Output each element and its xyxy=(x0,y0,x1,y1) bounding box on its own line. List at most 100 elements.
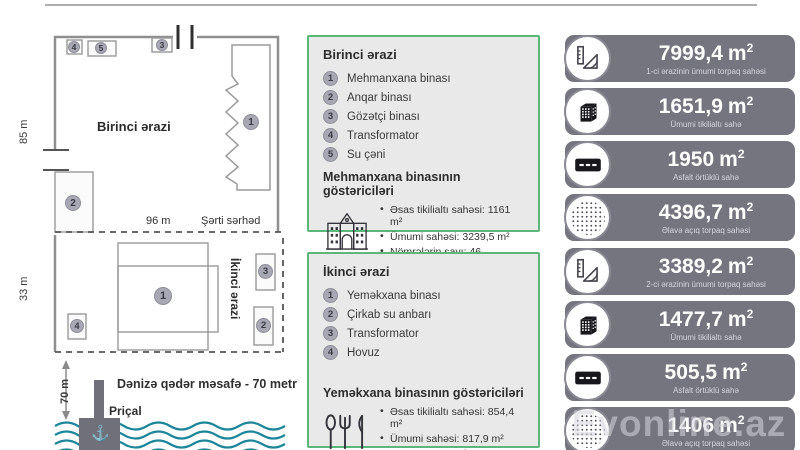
indicator-bullet: Ümumi sahəsi: 817,9 m² xyxy=(379,432,524,445)
stat-caption: Ümumi tikilialtı sahə xyxy=(670,332,742,342)
area1-wall xyxy=(53,35,280,232)
plan-badge: 3 xyxy=(258,264,273,279)
plan-badge: 2 xyxy=(65,195,81,211)
panel-title: İkinci ərazi xyxy=(323,264,390,279)
plan-badge: 4 xyxy=(68,41,80,53)
panel-subtitle: Mehmanxana binasının göstəriciləri xyxy=(323,170,461,198)
panel-subtitle: Yeməkxana binasının göstəriciləri xyxy=(323,386,524,400)
indicator-bullet: Ümumi sahəsi: 3239,5 m² xyxy=(379,230,524,243)
legend-item: 2 Çirkab su anbarı xyxy=(323,307,524,322)
hotel-facade-icon xyxy=(323,209,379,256)
plan-badge: 5 xyxy=(95,42,107,54)
dotted-area-icon xyxy=(570,200,605,235)
area1-plan-title: Birinci ərazi xyxy=(97,119,171,134)
area2-legend-panel: İkinci ərazi 1 Yeməkxana binası 2 Çirkab… xyxy=(307,252,540,450)
plan-badge: 1 xyxy=(243,114,259,130)
plan-badge: 1 xyxy=(154,287,172,305)
stat-caption: Asfalt örtüklü sahə xyxy=(673,172,739,182)
canteen-building-outline-b xyxy=(117,265,219,333)
road-icon xyxy=(574,158,601,171)
legend-number-badge: 4 xyxy=(323,128,338,143)
indicator-bullet: Əsas tikilialtı sahəsi: 1161 m² xyxy=(379,203,524,228)
stat-icon-circle xyxy=(564,88,611,135)
indicator-list: Əsas tikilialtı sahəsi: 854,4 m² Ümumi s… xyxy=(379,405,524,450)
plan-badge: 4 xyxy=(70,319,84,333)
gate-posts xyxy=(176,25,194,49)
stat-icon-circle xyxy=(564,407,611,450)
area1-width-label: 96 m xyxy=(146,215,171,227)
dotted-area-icon xyxy=(570,413,605,448)
area1-legend-panel: Birinci ərazi 1 Mehmanxana binası 2 Anqa… xyxy=(307,35,540,258)
pier-walkway xyxy=(94,380,104,422)
legend-item-label: Hovuz xyxy=(347,346,380,359)
legend-item: 1 Mehmanxana binası xyxy=(323,71,524,86)
legend-item-label: Transformator xyxy=(347,327,419,340)
plan-badge: 2 xyxy=(256,318,271,333)
stat-caption: 2-ci ərazinin ümumi torpaq sahəsi xyxy=(646,279,766,289)
top-divider-line xyxy=(45,4,757,6)
measure-icon xyxy=(576,45,598,69)
area2-plan-title: İkinci ərazi xyxy=(228,258,242,320)
legend-number-badge: 3 xyxy=(323,326,338,341)
measure-icon xyxy=(576,258,598,282)
legend-item-label: Gözətçi binası xyxy=(347,110,420,123)
sea-distance-text: Dənizə qədər məsafə - 70 metr xyxy=(117,377,297,391)
pier-label: Priçal xyxy=(109,404,142,418)
indicator-bullet: Əsas tikilialtı sahəsi: 854,4 m² xyxy=(379,405,524,430)
stat-icon-circle xyxy=(564,248,611,295)
legend-item: 3 Transformator xyxy=(323,326,524,341)
cutlery-icon xyxy=(323,413,379,450)
boundary-label: Şərti sərhəd xyxy=(201,215,261,227)
legend-item-label: Su çəni xyxy=(347,148,386,161)
legend-item: 1 Yeməkxana binası xyxy=(323,288,524,303)
legend-number-badge: 2 xyxy=(323,307,338,322)
legend-item-label: Çirkab su anbarı xyxy=(347,308,432,321)
road-icon xyxy=(574,371,601,384)
anchor-icon: ⚓ xyxy=(91,425,110,442)
canteen-indicators: Əsas tikilialtı sahəsi: 854,4 m² Ümumi s… xyxy=(323,405,524,450)
stat-caption: Ümumi tikilialtı sahə xyxy=(670,119,742,129)
legend-item-label: Yeməkxana binası xyxy=(347,289,441,302)
stat-caption: Əlavə açıq torpaq sahəsi xyxy=(661,438,751,448)
building-icon xyxy=(580,102,597,122)
stat-icon-circle xyxy=(564,141,611,188)
stat-caption: 1-ci ərazinin ümumi torpaq sahəsi xyxy=(646,66,766,76)
area1-height-label: 85 m xyxy=(18,119,30,144)
area2-dashed-border xyxy=(55,238,284,353)
legend-item: 3 Gözətçi binası xyxy=(323,109,524,124)
panel-title: Birinci ərazi xyxy=(323,47,397,62)
legend-number-badge: 3 xyxy=(323,109,338,124)
plan-badge: 3 xyxy=(156,39,168,51)
legend-number-badge: 5 xyxy=(323,147,338,162)
pier-platform xyxy=(79,418,120,450)
stat-icon-circle xyxy=(564,194,611,241)
legend-number-badge: 4 xyxy=(323,345,338,360)
area2-height-label: 33 m xyxy=(18,276,30,301)
indicator-bullet: Tutumu: 300 nəfər xyxy=(379,447,524,450)
legend-item: 2 Anqar binası xyxy=(323,90,524,105)
stat-icon-circle xyxy=(564,301,611,348)
building-icon xyxy=(580,315,597,335)
